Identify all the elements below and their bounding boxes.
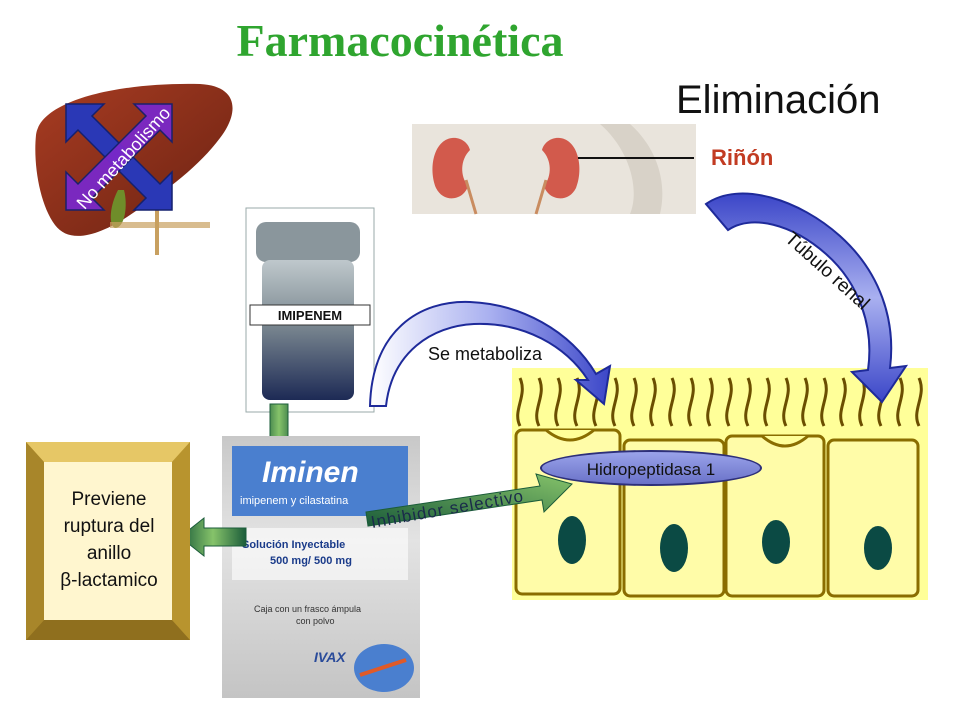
effect-line: Previene <box>71 489 147 510</box>
cilium <box>611 377 619 427</box>
box-brand: Iminen <box>262 456 359 489</box>
four-way-arrow-icon <box>65 103 173 211</box>
kidney-label: Riñón <box>711 145 773 170</box>
cilium <box>896 377 904 427</box>
cilium <box>706 377 714 427</box>
epithelial-cells <box>512 368 928 600</box>
cilium <box>820 377 828 427</box>
effect-frame <box>26 442 190 640</box>
cilium <box>516 377 524 427</box>
cilium <box>554 377 562 427</box>
metabolize-label: Se metaboliza <box>428 344 543 364</box>
metabolize-arrow-icon <box>368 300 612 407</box>
box-solution-line1: Solución Inyectable <box>242 539 345 551</box>
vial-label: IMIPENEM <box>278 308 342 323</box>
cilium <box>744 377 752 427</box>
cilium <box>725 377 733 427</box>
section-subtitle: Eliminación <box>676 78 881 122</box>
box-maker: IVAX <box>314 649 347 665</box>
cilium <box>649 377 657 427</box>
left-arrow-icon <box>179 516 247 558</box>
cilium <box>687 377 695 427</box>
inhibitor-arrow-icon <box>365 473 573 527</box>
enzyme-badge: Hidropeptidasa 1 <box>540 450 762 486</box>
box-contents-line2: con polvo <box>296 616 335 626</box>
box-solution-line2: 500 mg/ 500 mg <box>270 555 352 567</box>
box-contents-line1: Caja con un frasco ámpula <box>254 604 361 614</box>
tubule-arrow-icon <box>704 192 909 404</box>
effect-text: Previene ruptura del anillo β-lactamico <box>44 486 174 594</box>
cilium <box>839 377 847 427</box>
cilium <box>801 377 809 427</box>
effect-line: ruptura del <box>63 516 155 537</box>
cilium <box>782 377 790 427</box>
box-composition: imipenem y cilastatina <box>240 495 349 507</box>
effect-line: anillo <box>86 543 132 564</box>
vial-image <box>245 207 375 413</box>
drug-box <box>222 436 420 698</box>
effect-line: β-lactamico <box>60 570 158 591</box>
cilium <box>915 377 923 427</box>
cilium <box>668 377 676 427</box>
cilium <box>763 377 771 427</box>
page-title: Farmacocinética <box>236 15 564 66</box>
cilium <box>630 377 638 427</box>
kidney-illustration <box>412 124 696 215</box>
cilium <box>535 377 543 427</box>
